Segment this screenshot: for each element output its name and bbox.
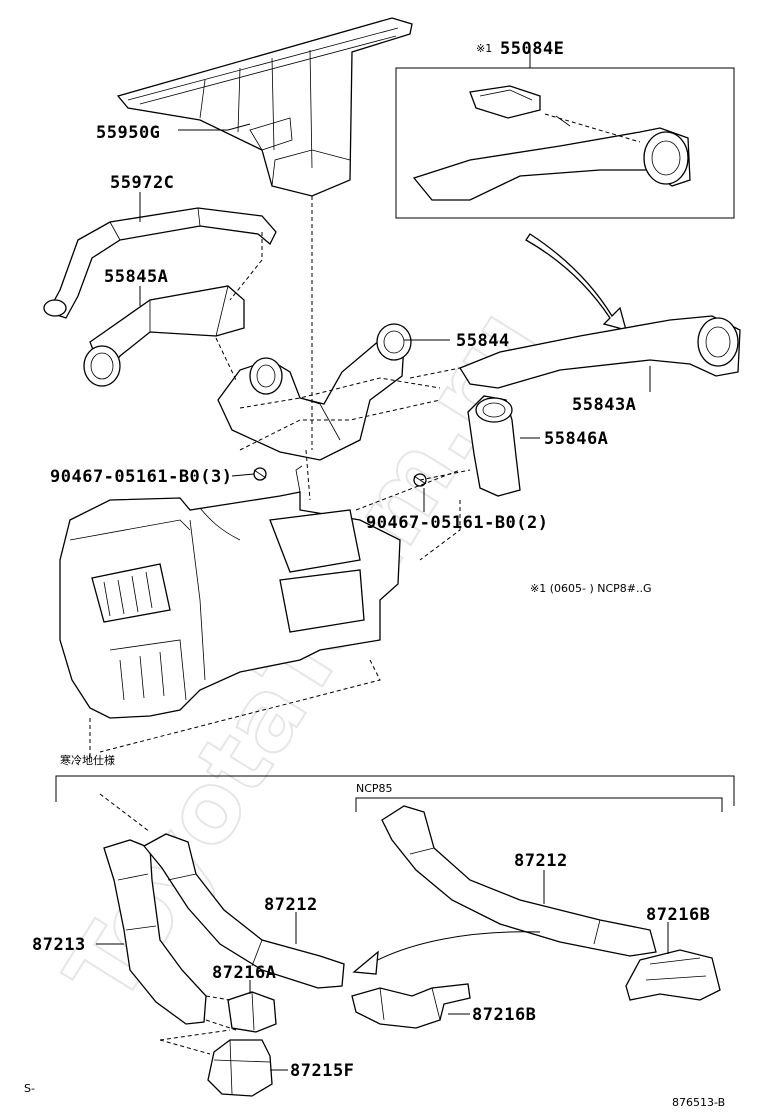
label-bolt-3: 90467-05161-B0(3): [50, 467, 233, 487]
assembly-lines-lower: [99, 793, 237, 1055]
label-55844: 55844: [456, 331, 510, 351]
part-55844-drawing: [217, 323, 412, 461]
label-87215F: 87215F: [290, 1061, 354, 1081]
assembly-lines-upper: [89, 196, 471, 760]
part-55843A-drawing: [459, 315, 741, 389]
label-55972C: 55972C: [110, 173, 174, 193]
part-87216A-drawing: [227, 991, 277, 1033]
label-87216B-right: 87216B: [646, 905, 710, 925]
label-55950G: 55950G: [96, 123, 160, 143]
label-55846A: 55846A: [544, 429, 608, 449]
label-55084E: 55084E: [500, 39, 564, 59]
part-55846A-drawing: [467, 395, 521, 497]
corner-code-left: S-: [24, 1082, 35, 1095]
applicability-note: ※1 (0605- ) NCP8#..G: [530, 582, 652, 595]
label-87216B-lower: 87216B: [472, 1005, 536, 1025]
part-87216B-lower-drawing: [351, 983, 471, 1029]
leader-lines-lower: [96, 870, 669, 1071]
cold-region-spec-label: 寒冷地仕様: [60, 753, 115, 767]
label-55843A: 55843A: [572, 395, 636, 415]
leader-lines-upper: [139, 50, 651, 512]
label-87216A: 87216A: [212, 963, 276, 983]
part-87215F-drawing: [207, 1039, 273, 1097]
part-55972C-drawing: [43, 207, 277, 319]
label-bolt-2: 90467-05161-B0(2): [366, 513, 549, 533]
part-87212-ncp85-drawing: [381, 805, 657, 957]
label-87212-ncp85: 87212: [514, 851, 568, 871]
ncp85-label: NCP85: [356, 782, 393, 795]
hvac-unit-drawing: [59, 465, 401, 719]
screw-left: [253, 467, 267, 481]
assembly-arrow-top: [525, 233, 627, 331]
label-55845A: 55845A: [104, 267, 168, 287]
part-55084E-drawing: [412, 85, 691, 201]
diagram-id: 876513-B: [672, 1096, 725, 1109]
part-55950G-drawing: [116, 17, 413, 197]
detail-box-55084E: [395, 67, 735, 219]
label-87213: 87213: [32, 935, 86, 955]
assembly-arrow-lower: [352, 931, 541, 975]
part-87216B-right-drawing: [625, 949, 721, 1001]
label-87212-left: 87212: [264, 895, 318, 915]
part-55845A-drawing: [83, 285, 245, 387]
part-87212-left-drawing: [143, 833, 345, 989]
lower-brackets: [55, 775, 735, 812]
mark-1-label: ※1: [476, 42, 492, 55]
